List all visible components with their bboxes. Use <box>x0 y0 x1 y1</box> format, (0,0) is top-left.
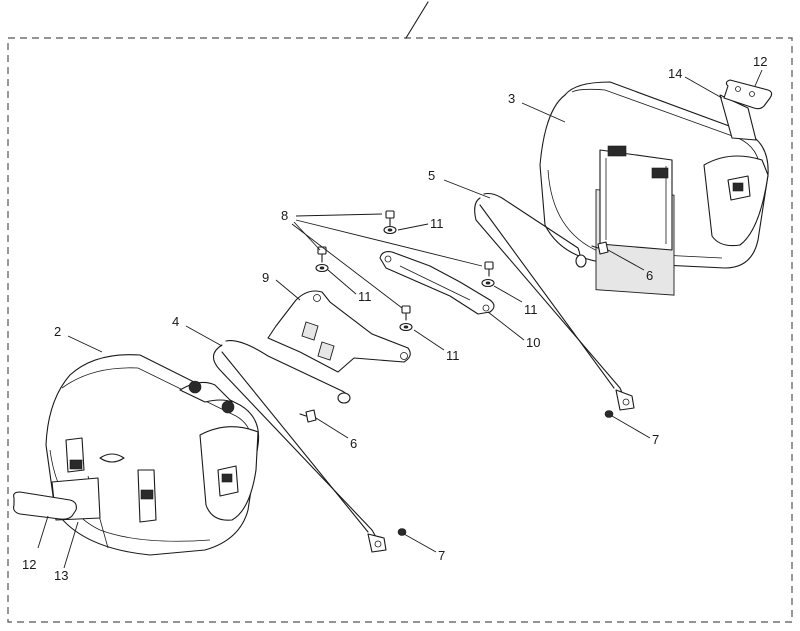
callout-11-a: 11 <box>430 216 444 231</box>
leader-lines <box>37 69 763 569</box>
nut-7-right <box>604 410 614 418</box>
callout-6-right: 6 <box>646 268 653 283</box>
bolt-6-left <box>299 409 317 423</box>
mount-bracket-14 <box>719 94 757 141</box>
stay-5 <box>474 192 635 411</box>
callout-11-c: 11 <box>524 302 538 317</box>
callout-10: 10 <box>526 335 540 350</box>
callout-8: 8 <box>281 208 288 223</box>
mount-plate-10 <box>379 251 495 315</box>
right-pannier <box>539 81 769 296</box>
callout-14: 14 <box>668 66 682 81</box>
pad-12-right <box>723 79 773 110</box>
dashed-frame <box>7 37 793 623</box>
washer-11-b <box>315 263 329 273</box>
callout-7-left: 7 <box>438 548 445 563</box>
callout-12-left: 12 <box>22 557 36 572</box>
bolt-8-d <box>401 305 411 321</box>
callout-13: 13 <box>54 568 68 583</box>
callout-4: 4 <box>172 314 179 329</box>
washer-11-c <box>481 278 495 288</box>
callout-5: 5 <box>428 168 435 183</box>
washer-11-d <box>399 322 413 332</box>
washer-11-a <box>383 225 397 235</box>
callout-3: 3 <box>508 91 515 106</box>
frame-pointer-line <box>405 1 429 39</box>
callout-11-d: 11 <box>446 348 460 363</box>
callout-2: 2 <box>54 324 61 339</box>
callout-11-b: 11 <box>358 289 372 304</box>
stay-4 <box>212 340 387 553</box>
callout-7-right: 7 <box>652 432 659 447</box>
mount-plate-9 <box>267 290 411 373</box>
pad-12-left <box>13 491 77 520</box>
left-pannier <box>45 354 260 556</box>
nut-7-left <box>397 528 407 536</box>
bolt-8-c <box>484 261 494 277</box>
bolt-8-a <box>385 210 395 227</box>
callout-9: 9 <box>262 270 269 285</box>
bolt-6-right <box>591 241 609 255</box>
callout-6-left: 6 <box>350 436 357 451</box>
callout-12-right: 12 <box>753 54 767 69</box>
